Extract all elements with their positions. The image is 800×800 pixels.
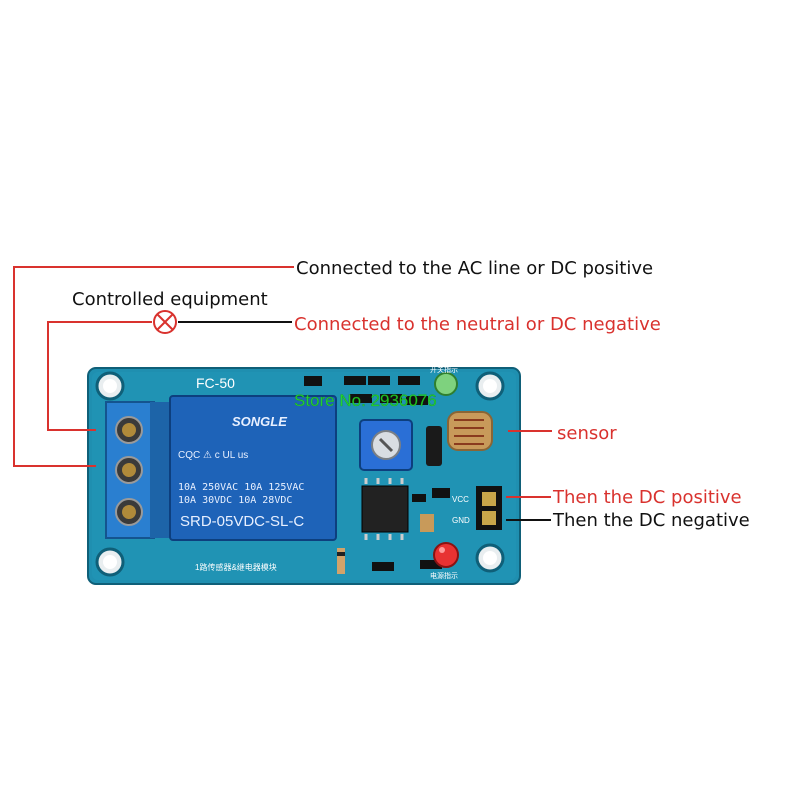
led-label: 开关指示: [430, 365, 458, 374]
pin-label-vcc: VCC: [452, 495, 469, 504]
mounting-hole: [475, 371, 505, 401]
terminal-screw: [115, 498, 143, 526]
mounting-hole: [475, 543, 505, 573]
ac-line-wire: [13, 266, 294, 467]
red-led: 电源指示: [430, 542, 459, 580]
label-controlled-equipment: Controlled equipment: [72, 289, 268, 310]
mounting-hole: [95, 547, 125, 577]
relay-rating-line: 10A 250VAC 10A 125VAC: [178, 482, 304, 493]
diode: [337, 548, 345, 574]
pin-header: VCC GND: [452, 486, 502, 530]
ic-chip: [361, 478, 409, 540]
terminal-screw: [115, 416, 143, 444]
board-model-label: FC-50: [196, 375, 235, 391]
label-neutral: Connected to the neutral or DC negative: [294, 314, 661, 335]
potentiometer: [359, 419, 413, 471]
capacitor: [426, 426, 442, 466]
green-led: 开关指示: [430, 365, 458, 396]
load-lamp-icon: [153, 310, 177, 334]
transistor: [304, 376, 322, 386]
smd-resistors: [344, 376, 450, 571]
mounting-hole: [95, 371, 125, 401]
label-ac-line: Connected to the AC line or DC positive: [296, 258, 653, 279]
label-dc-positive: Then the DC positive: [552, 487, 742, 508]
screw-terminal: [105, 401, 170, 539]
label-sensor: sensor: [557, 423, 617, 444]
terminal-screw: [115, 456, 143, 484]
board-silk-label: 1路传感器&继电器模块: [195, 562, 277, 572]
relay-cert-marks: CQC ⚠ c UL us: [178, 450, 248, 461]
relay-rating-line: 10A 30VDC 10A 28VDC: [178, 495, 292, 506]
neutral-wire: [47, 321, 292, 431]
relay-brand: SONGLE: [232, 414, 287, 429]
led-label: 电源指示: [430, 571, 458, 580]
label-dc-negative: Then the DC negative: [552, 510, 750, 531]
store-watermark: Store No. 2936076: [294, 391, 437, 410]
relay-part-number: SRD-05VDC-SL-C: [180, 513, 304, 530]
relay: SONGLE CQC ⚠ c UL us 10A 250VAC 10A 125V…: [169, 395, 337, 541]
photoresistor: [447, 411, 493, 451]
pin-label-gnd: GND: [452, 516, 470, 525]
